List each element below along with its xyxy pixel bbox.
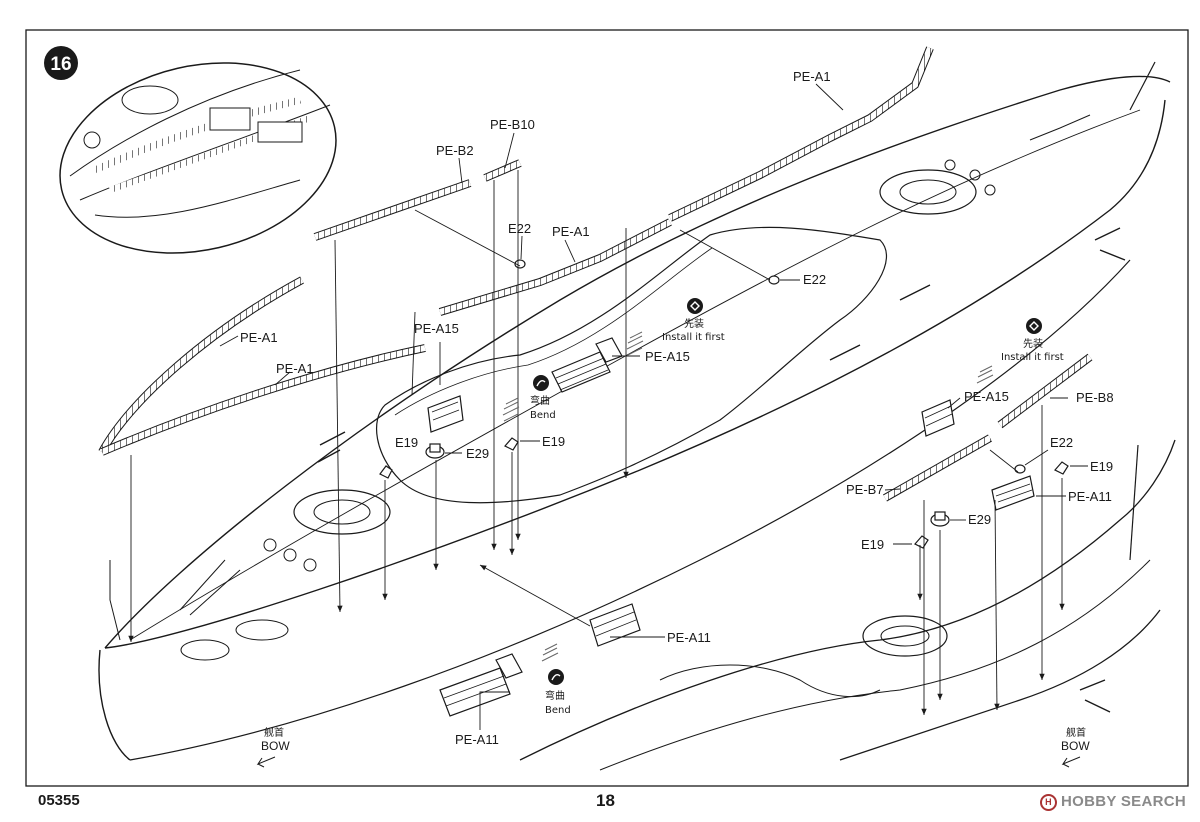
pe-a15-ladder-small [427, 395, 464, 433]
watermark-logo-icon: H [1039, 794, 1057, 811]
pe-a11-ladder-large [439, 653, 523, 717]
part-label-e29-b: E29 [968, 512, 991, 527]
note-bow-en-left: BOW [261, 739, 290, 753]
pe-a11-ladder-mid [589, 603, 641, 647]
part-label-e29-a: E29 [466, 446, 489, 461]
part-label-pe-b10: PE-B10 [490, 117, 535, 132]
detail-inset [59, 62, 337, 254]
part-label-e22-b: E22 [803, 272, 826, 287]
leader-lines [128, 83, 1088, 730]
pe-a15-ladder-large [551, 337, 623, 393]
note-bend-cn-bottom: 弯曲 [545, 689, 565, 702]
part-label-pe-a11-bottom: PE-A11 [455, 732, 499, 747]
motion-marks [502, 331, 994, 662]
part-label-pe-a15-left: PE-A15 [414, 321, 459, 336]
pe-a15-ladder-right [921, 399, 955, 437]
note-bend-cn: 弯曲 [530, 394, 550, 407]
note-bend-en-bottom: Bend [545, 705, 571, 716]
part-label-e22-c: E22 [1050, 435, 1073, 450]
product-code: 05355 [38, 792, 80, 809]
part-label-pe-b7: PE-B7 [846, 482, 884, 497]
ship-hull-main [98, 61, 1171, 761]
page-number: 18 [596, 791, 615, 810]
ship-hull-secondary [519, 439, 1176, 771]
part-label-pe-a11-right: PE-A11 [1068, 489, 1112, 504]
part-label-pe-a11-mid: PE-A11 [667, 630, 711, 645]
part-label-pe-a1-left: PE-A1 [276, 361, 314, 376]
part-label-e19-b: E19 [542, 434, 565, 449]
note-install-first-cn: 先装 [684, 317, 704, 330]
part-label-e19-d: E19 [861, 537, 884, 552]
part-label-pe-a15-right: PE-A15 [964, 389, 1009, 404]
part-label-pe-b2: PE-B2 [436, 143, 474, 158]
note-bow-cn-right: 舰首 [1066, 726, 1086, 739]
bend-icon [533, 375, 549, 391]
note-install-first-en: Install it first [662, 332, 725, 343]
part-label-pe-a1-left-curve: PE-A1 [240, 330, 278, 345]
install-first-icon [1026, 318, 1042, 334]
note-install-first-cn-right: 先装 [1023, 337, 1043, 350]
small-fittings [379, 259, 1069, 549]
pe-a11-ladder-right [991, 475, 1035, 511]
part-label-pe-a15-mid: PE-A15 [645, 349, 690, 364]
part-label-e22-a: E22 [508, 221, 531, 236]
bend-icon [548, 669, 564, 685]
part-label-pe-b8: PE-B8 [1076, 390, 1114, 405]
part-label-e19-c: E19 [1090, 459, 1113, 474]
note-bow-cn-left: 舰首 [264, 726, 284, 739]
step-badge: 16 [44, 46, 78, 80]
bow-arrows [256, 756, 1081, 768]
note-bend-en: Bend [530, 410, 556, 421]
ladder-parts [427, 337, 1035, 717]
part-label-pe-a1-mid: PE-A1 [552, 224, 590, 239]
note-bow-en-right: BOW [1061, 739, 1090, 753]
part-label-pe-a1-top: PE-A1 [793, 69, 831, 84]
watermark-text: HOBBY SEARCH [1060, 793, 1186, 810]
railing-parts [98, 46, 1093, 502]
note-install-first-en-right: Install it first [1001, 352, 1064, 363]
part-label-e19-a: E19 [395, 435, 418, 450]
install-first-icon [687, 298, 703, 314]
step-number: 16 [50, 54, 71, 75]
page-border [25, 29, 1189, 787]
